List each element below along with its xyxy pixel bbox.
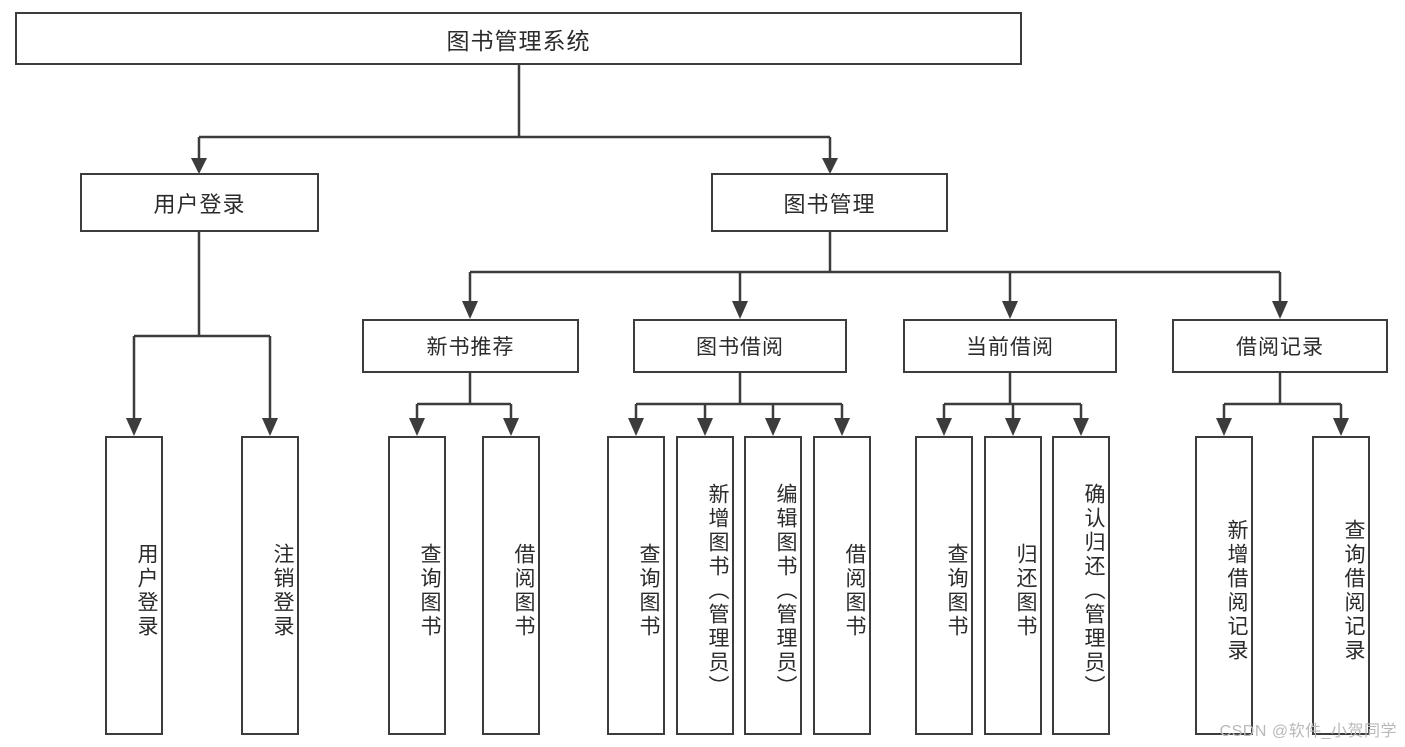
arrow-bb-leaf-2 bbox=[697, 418, 713, 436]
arrow-user-leaf-1 bbox=[126, 418, 142, 436]
arrow-to-borrow-record bbox=[1272, 301, 1288, 319]
leaf-new-book-query[interactable]: 查询图书 bbox=[388, 436, 446, 735]
arrow-br-leaf-1 bbox=[1216, 418, 1232, 436]
node-book-management[interactable]: 图书管理 bbox=[711, 173, 948, 232]
node-label: 当前借阅 bbox=[966, 336, 1054, 359]
arrow-to-book-management bbox=[822, 158, 838, 174]
leaf-user-login-signin[interactable]: 用户登录 bbox=[105, 436, 163, 735]
arrow-bb-leaf-4 bbox=[834, 418, 850, 436]
leaf-book-borrow-add-admin[interactable]: 新增图书（管理员） bbox=[676, 436, 734, 735]
arrow-cb-leaf-1 bbox=[936, 418, 952, 436]
node-label: 图书借阅 bbox=[696, 336, 784, 359]
arrow-user-leaf-2 bbox=[262, 418, 278, 436]
leaf-book-borrow-query[interactable]: 查询图书 bbox=[607, 436, 665, 735]
node-label: 图书管理 bbox=[783, 191, 876, 217]
leaf-user-login-signout[interactable]: 注销登录 bbox=[241, 436, 299, 735]
arrow-bb-leaf-3 bbox=[765, 418, 781, 436]
node-label: 用户登录 bbox=[153, 191, 246, 217]
arrow-nb-leaf-1 bbox=[409, 418, 425, 436]
node-label: 注销登录 bbox=[271, 542, 294, 639]
leaf-current-borrow-confirm-admin[interactable]: 确认归还（管理员） bbox=[1052, 436, 1110, 735]
arrow-cb-leaf-2 bbox=[1005, 418, 1021, 436]
node-label: 编辑图书（管理员） bbox=[774, 482, 797, 699]
leaf-borrow-record-add[interactable]: 新增借阅记录 bbox=[1195, 436, 1253, 735]
node-label: 查询图书 bbox=[945, 542, 968, 639]
node-label: 新书推荐 bbox=[426, 336, 515, 359]
arrow-to-new-book bbox=[462, 301, 478, 319]
arrow-bb-leaf-1 bbox=[628, 418, 644, 436]
arrow-to-user-login bbox=[191, 158, 207, 174]
leaf-book-borrow-borrow[interactable]: 借阅图书 bbox=[813, 436, 871, 735]
csdn-watermark: CSDN @软件_小贺同学 bbox=[1219, 723, 1397, 740]
node-current-borrow[interactable]: 当前借阅 bbox=[903, 319, 1117, 373]
node-user-login[interactable]: 用户登录 bbox=[80, 173, 319, 232]
leaf-borrow-record-query[interactable]: 查询借阅记录 bbox=[1312, 436, 1370, 735]
node-label: 查询图书 bbox=[637, 542, 660, 639]
node-label: 归还图书 bbox=[1014, 542, 1037, 639]
node-label: 查询图书 bbox=[418, 542, 441, 639]
arrow-nb-leaf-2 bbox=[503, 418, 519, 436]
node-book-borrow[interactable]: 图书借阅 bbox=[633, 319, 847, 373]
node-label: 查询借阅记录 bbox=[1342, 518, 1365, 663]
leaf-new-book-borrow[interactable]: 借阅图书 bbox=[482, 436, 540, 735]
node-label: 用户登录 bbox=[135, 542, 158, 639]
node-label: 新增借阅记录 bbox=[1225, 518, 1248, 663]
node-label: 借阅图书 bbox=[843, 542, 866, 639]
node-borrow-record[interactable]: 借阅记录 bbox=[1172, 319, 1388, 373]
node-label: 新增图书（管理员） bbox=[706, 482, 729, 699]
node-root-book-management-system[interactable]: 图书管理系统 bbox=[15, 12, 1022, 65]
leaf-book-borrow-edit-admin[interactable]: 编辑图书（管理员） bbox=[744, 436, 802, 735]
node-label: 图书管理系统 bbox=[446, 27, 591, 54]
node-new-book-recommend[interactable]: 新书推荐 bbox=[362, 319, 579, 373]
node-label: 借阅图书 bbox=[512, 542, 535, 639]
leaf-current-borrow-query[interactable]: 查询图书 bbox=[915, 436, 973, 735]
arrow-br-leaf-2 bbox=[1333, 418, 1349, 436]
arrow-to-current-borrow bbox=[1002, 301, 1018, 319]
arrow-cb-leaf-3 bbox=[1073, 418, 1089, 436]
node-label: 借阅记录 bbox=[1236, 336, 1324, 359]
leaf-current-borrow-return[interactable]: 归还图书 bbox=[984, 436, 1042, 735]
arrow-to-book-borrow bbox=[732, 301, 748, 319]
node-label: 确认归还（管理员） bbox=[1082, 482, 1105, 699]
